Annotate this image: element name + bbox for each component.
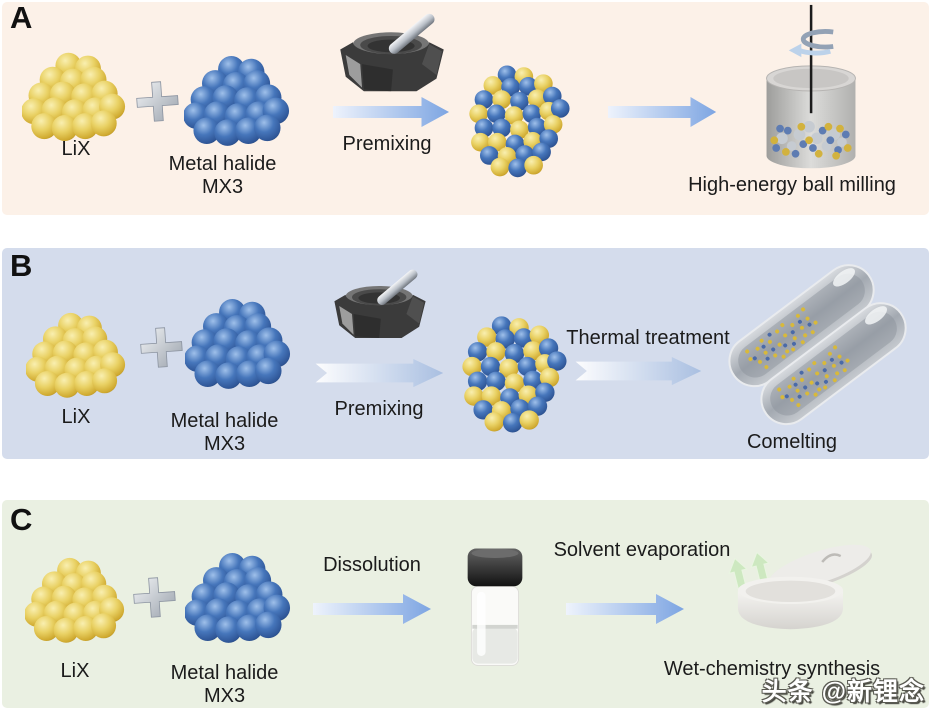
metal-halide-label: Metal halide MX3 xyxy=(140,153,305,199)
metal-halide-line2: MX3 xyxy=(203,685,246,707)
to-milling-arrow-icon xyxy=(608,97,717,127)
panel-b-comelting-route: B LiX Metal halide MX3 Premixing Thermal… xyxy=(2,248,929,459)
evaporation-arrow-icon xyxy=(566,594,684,624)
dissolution-label: Dissolution xyxy=(323,554,421,576)
mx3-cluster-icon xyxy=(185,298,291,389)
mx3-cluster-icon xyxy=(185,552,291,643)
premixing-label: Premixing xyxy=(334,398,424,420)
premixing-label: Premixing xyxy=(342,133,432,155)
lix-label: LiX xyxy=(61,138,91,160)
metal-halide-line1: Metal halide xyxy=(170,662,279,684)
mortar-pestle-icon xyxy=(334,267,426,338)
vial-icon xyxy=(467,548,523,666)
watermark-text: 头条 @新锂念 xyxy=(761,678,925,706)
thermal-arrow-icon xyxy=(575,356,702,386)
premixed-cluster-icon xyxy=(469,65,570,178)
metal-halide-line2: MX3 xyxy=(201,176,244,198)
solvent-evaporation-label: Solvent evaporation xyxy=(553,539,731,561)
metal-halide-line1: Metal halide xyxy=(168,153,277,175)
metal-halide-line2: MX3 xyxy=(203,433,246,455)
lix-cluster-icon xyxy=(25,557,125,643)
ball-mill-icon xyxy=(753,2,869,178)
lix-cluster-icon xyxy=(22,52,126,141)
ampoules-icon xyxy=(718,254,917,436)
plus-icon xyxy=(135,80,180,123)
premixed-cluster-icon xyxy=(462,316,567,433)
premixing-arrow-icon xyxy=(315,358,444,388)
mx3-cluster-icon xyxy=(184,55,290,146)
lix-label: LiX xyxy=(61,406,91,428)
panel-b-label: B xyxy=(10,248,33,283)
metal-halide-line1: Metal halide xyxy=(170,410,279,432)
premixing-arrow-icon xyxy=(333,97,450,127)
plus-icon xyxy=(139,326,184,369)
lix-label: LiX xyxy=(60,660,90,682)
crucible-icon xyxy=(736,534,878,631)
panel-a-ball-milling-route: A LiX Metal halide MX3 Premixing High-en… xyxy=(2,2,929,215)
wet-chemistry-label: Wet-chemistry synthesis xyxy=(663,658,881,680)
thermal-treatment-label: Thermal treatment xyxy=(566,327,730,349)
dissolution-arrow-icon xyxy=(313,594,431,624)
mortar-pestle-icon xyxy=(340,11,444,92)
ball-milling-label: High-energy ball milling xyxy=(688,174,896,196)
comelting-label: Comelting xyxy=(746,431,838,453)
panel-c-wet-chemistry-route: C LiX Metal halide MX3 Dissolution Solve… xyxy=(2,500,929,708)
panel-c-label: C xyxy=(10,502,33,537)
panel-a-label: A xyxy=(10,0,33,35)
lix-cluster-icon xyxy=(26,312,126,398)
plus-icon xyxy=(132,576,177,619)
metal-halide-label: Metal halide MX3 xyxy=(142,410,307,456)
metal-halide-label: Metal halide MX3 xyxy=(142,662,307,708)
